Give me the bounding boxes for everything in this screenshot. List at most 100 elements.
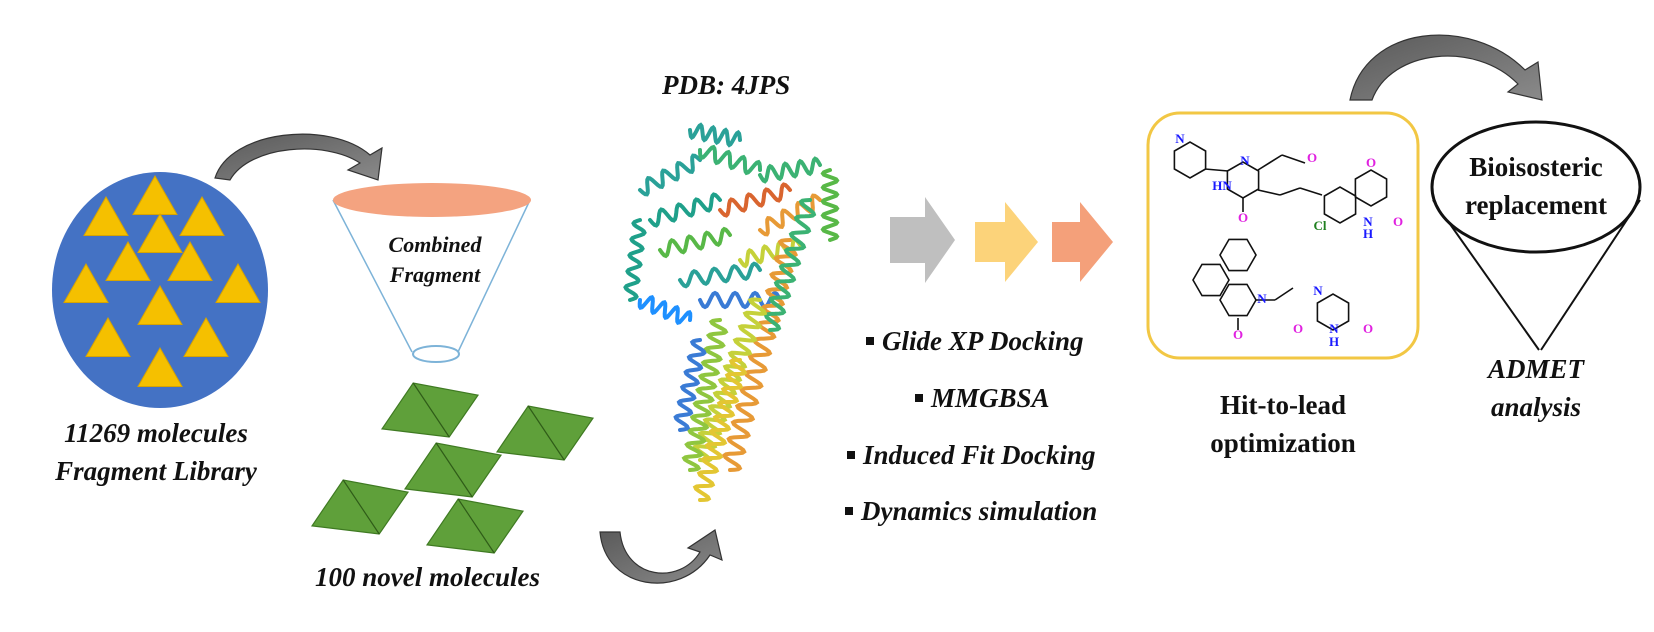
curved-arrow-2 [599, 529, 723, 584]
bond [1279, 187, 1301, 196]
protein-helix [758, 156, 822, 184]
fragment-triangle [132, 174, 178, 215]
protein-helix [763, 198, 817, 332]
atom-label: Cl [1314, 218, 1327, 233]
protein-helix [681, 318, 729, 472]
hit-to-lead-line1: Hit-to-lead [1220, 390, 1346, 420]
pyramid-edge [435, 442, 473, 498]
curved-arrow-3 [1349, 34, 1543, 101]
protein-helix [637, 294, 693, 326]
method-dynamics: Dynamics simulation [845, 496, 1097, 527]
bullet-square [845, 506, 853, 515]
method-induced-fit: Induced Fit Docking [847, 440, 1096, 471]
bioisosteric-line2: replacement [1465, 190, 1607, 220]
method-label: MMGBSA [931, 383, 1050, 413]
method-label: Dynamics simulation [861, 496, 1098, 526]
bond [1274, 287, 1294, 301]
atom-label: O [1363, 321, 1373, 336]
atom-label: N [1313, 283, 1323, 298]
fragment-triangle [167, 240, 213, 281]
method-label: Glide XP Docking [882, 326, 1084, 356]
bioisosteric-line1: Bioisosteric [1469, 152, 1603, 182]
protein-helix [692, 358, 748, 502]
green-pyramid [310, 479, 410, 535]
protein-helix [678, 261, 762, 289]
atom-label: O [1307, 150, 1317, 165]
fragment-triangle [137, 284, 183, 325]
protein-helix [718, 182, 792, 218]
protein-helix [673, 338, 707, 432]
protein-helix [721, 238, 799, 472]
bullet-square [915, 393, 923, 402]
hit-to-lead-box [1146, 111, 1420, 360]
atom-label: N [1257, 291, 1267, 306]
fragment-triangle [215, 262, 261, 303]
method-label: Induced Fit Docking [863, 440, 1096, 470]
atom-label: N [1363, 214, 1373, 229]
green-pyramid [425, 498, 525, 554]
method-glide-xp: Glide XP Docking [866, 326, 1084, 357]
funnel-label-line1: Combined [388, 232, 482, 257]
pyramid-edge [342, 479, 380, 535]
protein-helix [638, 153, 702, 197]
green-pyramid [380, 382, 480, 438]
method-mmgbsa: MMGBSA [915, 383, 1050, 414]
fragment-count-label: 11269 molecules [64, 418, 248, 448]
atom-label: O [1293, 321, 1303, 336]
protein-helix [688, 122, 742, 148]
yellow-block-arrow [975, 202, 1038, 282]
fragment-triangle [63, 262, 109, 303]
atom-label: O [1238, 210, 1248, 225]
protein-helix [658, 226, 732, 259]
ring [1316, 293, 1350, 331]
pyramid-edge [527, 405, 565, 461]
fragment-triangle [83, 195, 129, 236]
atom-label: O [1393, 214, 1403, 229]
hit-to-lead-line2: optimization [1210, 428, 1356, 458]
admet-line2: analysis [1490, 392, 1582, 422]
bioisosteric-cone [1430, 120, 1642, 351]
protein-helix [623, 218, 647, 302]
admet-line1: ADMET [1487, 354, 1585, 384]
combined-fragment-funnel [332, 183, 531, 363]
protein-title: PDB: 4JPS [662, 70, 791, 100]
atom-label: H [1329, 334, 1339, 349]
novel-molecule-pyramids [310, 382, 595, 554]
fragment-triangle [105, 240, 151, 281]
protein-helix [820, 168, 840, 242]
fragment-triangle [137, 346, 183, 387]
grey-block-arrow [890, 197, 955, 283]
bond [1281, 154, 1306, 164]
bond [1299, 187, 1323, 196]
protein-helix [698, 144, 762, 176]
atom-label: HN [1212, 178, 1232, 193]
fragment-triangle [183, 316, 229, 357]
protein-helix [738, 236, 802, 269]
atom-label: N [1175, 131, 1185, 146]
orange-block-arrow [1052, 202, 1113, 282]
atom-label: O [1366, 155, 1376, 170]
protein-helix [648, 192, 722, 228]
bond [1204, 168, 1229, 172]
ring [1192, 263, 1230, 297]
atom-label: O [1233, 327, 1243, 342]
pyramid-edge [412, 382, 450, 438]
atom-label: N [1240, 153, 1250, 168]
ring [1354, 169, 1388, 207]
fragment-triangle [179, 195, 225, 236]
pyramid-edge [457, 498, 495, 554]
funnel-label-line2: Fragment [389, 262, 481, 287]
curved-arrow-1 [214, 133, 383, 181]
fragment-triangles [63, 174, 261, 387]
bullet-square [866, 336, 874, 345]
fragment-library-label: Fragment Library [55, 456, 257, 486]
fragment-triangle [85, 316, 131, 357]
atom-label: H [1363, 226, 1373, 241]
bond [1257, 154, 1283, 171]
atom-label: N [1329, 321, 1339, 336]
ring [1219, 238, 1257, 272]
green-pyramid [495, 405, 595, 461]
green-pyramid [403, 442, 503, 498]
